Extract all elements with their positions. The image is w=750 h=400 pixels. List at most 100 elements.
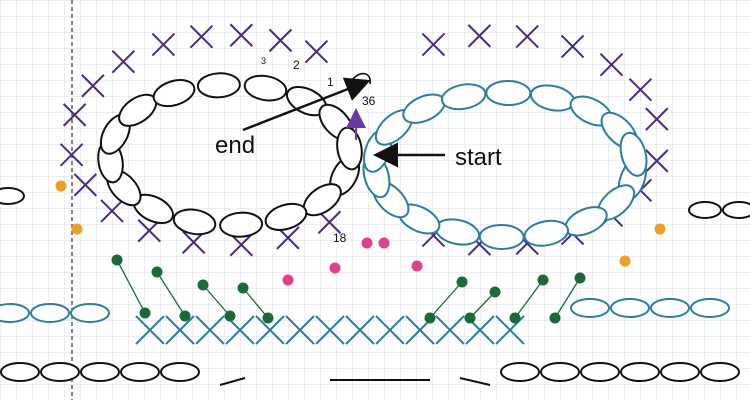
purple-x-stitch bbox=[73, 173, 98, 197]
orange-dot bbox=[619, 255, 631, 267]
pink-dot bbox=[329, 262, 341, 274]
blue-chain-stitch bbox=[478, 223, 525, 250]
blue-chain-stitch bbox=[485, 80, 532, 107]
end-arrow bbox=[242, 77, 371, 132]
bottom-chain-stitch bbox=[540, 362, 580, 382]
bottom-chain-stitch bbox=[160, 362, 200, 382]
purple-x-stitch bbox=[304, 39, 329, 64]
green-dot bbox=[489, 286, 501, 298]
purple-x-stitch bbox=[560, 34, 585, 59]
purple-x-stitch bbox=[467, 24, 492, 48]
purple-x-ring bbox=[59, 23, 669, 257]
bottom-chain-stitch bbox=[660, 362, 700, 382]
pink-dot bbox=[282, 274, 294, 286]
purple-x-stitch bbox=[421, 32, 446, 57]
connector-line bbox=[514, 279, 544, 319]
purple-x-stitch bbox=[599, 52, 624, 77]
blue-chain-ring bbox=[362, 80, 648, 250]
purple-x-stitch bbox=[81, 74, 105, 98]
black-chain-stitch bbox=[264, 202, 308, 231]
green-dot bbox=[237, 282, 249, 294]
right-chain-stitch bbox=[688, 201, 722, 219]
connector-line bbox=[116, 259, 146, 314]
purple-x-stitch bbox=[151, 32, 176, 57]
green-dot bbox=[509, 312, 521, 324]
connector-line bbox=[202, 284, 231, 317]
green-dot bbox=[456, 276, 468, 288]
purple-x-stitch bbox=[189, 24, 214, 49]
pink-dot bbox=[361, 237, 373, 249]
pink-dot bbox=[411, 260, 423, 272]
start-label: start bbox=[455, 144, 502, 171]
orange-dot bbox=[55, 180, 67, 192]
orange-dot bbox=[71, 223, 83, 235]
purple-x-stitch bbox=[628, 77, 653, 102]
blue-x-stitch bbox=[315, 315, 345, 345]
bottom-chain-stitch bbox=[80, 362, 120, 382]
blue-x-stitch bbox=[345, 315, 375, 345]
blue-x-stitch bbox=[195, 315, 225, 345]
stitch-number-3: 3 bbox=[261, 56, 266, 66]
purple-x-stitch bbox=[59, 143, 84, 167]
connector-line bbox=[554, 277, 581, 319]
bottom-bar bbox=[219, 377, 491, 386]
blue-chain-stitch bbox=[523, 219, 570, 247]
connector-lines bbox=[116, 259, 581, 319]
purple-x-stitch bbox=[100, 199, 124, 223]
pink-dot bbox=[378, 237, 390, 249]
left-chain-stitch bbox=[0, 187, 25, 205]
green-dot bbox=[151, 266, 163, 278]
green-dot bbox=[139, 307, 151, 319]
end-label: end bbox=[215, 132, 255, 159]
bottom-chain-rows bbox=[0, 187, 750, 386]
connector-line bbox=[429, 281, 463, 319]
bottom-chain-stitch bbox=[500, 362, 540, 382]
blue-x-stitch bbox=[135, 315, 165, 345]
black-chain-stitch bbox=[219, 211, 264, 238]
orange-dot bbox=[654, 223, 666, 235]
purple-x-stitch bbox=[62, 103, 87, 127]
blue-side-chain bbox=[0, 303, 30, 323]
green-dot bbox=[197, 279, 209, 291]
green-dot bbox=[424, 312, 436, 324]
blue-side-chain bbox=[70, 303, 110, 323]
purple-x-stitch bbox=[645, 107, 669, 131]
blue-x-stitch bbox=[435, 315, 465, 345]
green-dot bbox=[111, 254, 123, 266]
blue-side-chain bbox=[30, 303, 70, 323]
bottom-chain-stitch bbox=[0, 362, 40, 382]
green-dot bbox=[262, 312, 274, 324]
blue-chain-stitch bbox=[440, 83, 487, 111]
connector-line bbox=[469, 291, 496, 319]
stitch-number-18: 18 bbox=[333, 231, 347, 245]
turning-chain-loop bbox=[351, 72, 371, 85]
green-dot bbox=[224, 310, 236, 322]
purple-x-stitch bbox=[515, 24, 539, 49]
bottom-chain-stitch bbox=[40, 362, 80, 382]
blue-x-stitch bbox=[375, 315, 405, 345]
black-chain-stitch bbox=[172, 208, 217, 236]
dot-markers bbox=[55, 180, 666, 324]
purple-x-stitch bbox=[268, 28, 293, 53]
connector-line bbox=[242, 287, 269, 319]
bottom-chain-stitch bbox=[120, 362, 160, 382]
black-chain-stitch bbox=[196, 72, 241, 99]
green-dot bbox=[537, 274, 549, 286]
black-chain-stitch bbox=[243, 74, 288, 102]
stitch-number-1: 1 bbox=[327, 75, 334, 89]
blue-chain-stitch bbox=[619, 131, 648, 177]
blue-side-chain bbox=[610, 298, 650, 318]
purple-x-stitch bbox=[645, 149, 669, 173]
bottom-chain-stitch bbox=[580, 362, 620, 382]
right-chain-stitch bbox=[722, 201, 750, 219]
blue-x-stitch bbox=[255, 315, 285, 345]
blue-side-chain bbox=[570, 298, 610, 318]
purple-x-stitch bbox=[111, 49, 136, 74]
connector-line bbox=[156, 271, 186, 317]
purple-x-stitch bbox=[229, 233, 254, 257]
stitch-number-36: 36 bbox=[362, 94, 376, 108]
black-chain-stitch bbox=[152, 79, 196, 108]
